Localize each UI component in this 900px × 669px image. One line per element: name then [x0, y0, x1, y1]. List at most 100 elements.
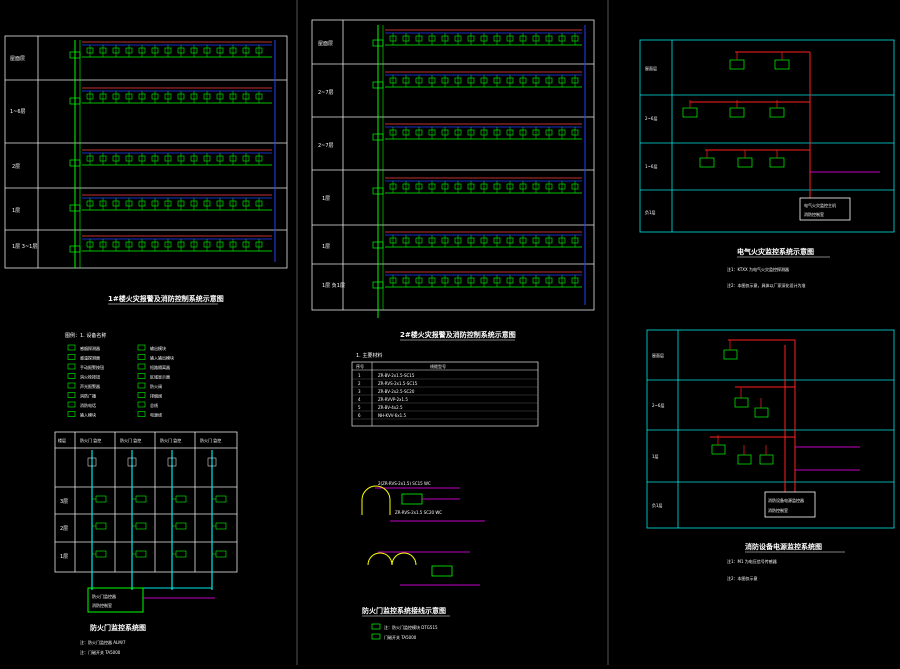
- device-symbol: [389, 129, 397, 136]
- device-symbol: [493, 277, 501, 284]
- door-module: [175, 495, 187, 503]
- device-symbol: [506, 277, 514, 284]
- detector-box: [699, 157, 715, 168]
- device-symbol: [389, 35, 397, 42]
- device-symbol: [164, 241, 172, 248]
- device-symbol: [467, 277, 475, 284]
- device-symbol: [389, 237, 397, 244]
- device-symbol: [558, 237, 566, 244]
- detector-box: [769, 157, 785, 168]
- door-system-title: 防火门监控系统图: [90, 623, 146, 632]
- row-index: 5: [358, 405, 361, 410]
- device-symbol: [138, 155, 146, 162]
- panel-d-title: 消防设备电源监控系统图: [745, 542, 822, 551]
- table-header: 防火门 监控: [200, 437, 221, 443]
- host-label: 消防设备电源监控器: [768, 497, 804, 503]
- device-symbol: [177, 241, 185, 248]
- row-index: 2: [358, 381, 361, 386]
- device-symbol: [177, 93, 185, 100]
- floor-label: 1层 负1层: [322, 282, 345, 289]
- device-symbol: [532, 277, 540, 284]
- table-header: 防火门 监控: [160, 437, 181, 443]
- device-symbol: [99, 93, 107, 100]
- cable-type: ZR-BV-2x2.5-SC20: [378, 389, 415, 394]
- device-symbol: [242, 200, 250, 207]
- device-symbol: [99, 241, 107, 248]
- device-symbol: [493, 35, 501, 42]
- detector-box: [737, 157, 753, 168]
- device-symbol: [164, 93, 172, 100]
- legend-symbol: [67, 344, 76, 351]
- door-module: [215, 495, 227, 503]
- row-label: 1层: [60, 554, 68, 560]
- device-symbol: [571, 237, 579, 244]
- device-symbol: [86, 241, 94, 248]
- device-symbol: [190, 155, 198, 162]
- device-symbol: [467, 77, 475, 84]
- module-symbol: [372, 187, 384, 195]
- floor-label: 2~6层: [645, 115, 657, 121]
- legend-label: 电源线: [150, 412, 162, 418]
- device-symbol: [255, 200, 263, 207]
- legend-label: 手动报警按钮: [80, 364, 104, 370]
- legend-label: 声光报警器: [80, 383, 100, 389]
- device-symbol: [389, 77, 397, 84]
- device-symbol: [402, 77, 410, 84]
- device-symbol: [255, 47, 263, 54]
- device-symbol: [216, 200, 224, 207]
- device-symbol: [571, 183, 579, 190]
- device-symbol: [190, 241, 198, 248]
- door-module: [135, 522, 147, 530]
- floor-label: 1层: [322, 196, 330, 202]
- note: 注：防火门监控模块 DTG515: [384, 624, 438, 630]
- device-symbol: [203, 241, 211, 248]
- door-symbol: [207, 457, 217, 467]
- legend-label: 消防电话: [80, 402, 96, 408]
- door-symbol: [127, 457, 137, 467]
- legend-label: 输入模块: [80, 412, 96, 418]
- device-symbol: [402, 237, 410, 244]
- panel-d-power-monitor: 屋面层 2~6层 1层 负1层 消防设备电源监控器 消防控制室 消防设备电源监控…: [646, 329, 895, 581]
- sensor-box: [711, 444, 726, 455]
- floor-label: 负1层: [652, 502, 663, 508]
- legend-label: 输出模块: [150, 345, 166, 351]
- device-symbol: [467, 183, 475, 190]
- legend-symbol: [137, 382, 146, 389]
- floor-label: 2~7层: [318, 90, 334, 96]
- device-symbol: [558, 129, 566, 136]
- note: 门磁开关 TA5000: [384, 634, 417, 640]
- door-module: [215, 522, 227, 530]
- device-symbol: [454, 183, 462, 190]
- row-label: 2层: [60, 526, 68, 532]
- device-symbol: [441, 35, 449, 42]
- device-symbol: [558, 183, 566, 190]
- device-symbol: [571, 129, 579, 136]
- legend-label: 防火阀: [150, 383, 162, 389]
- floor-label: 1层 3~1层: [12, 244, 37, 250]
- row-label: 3层: [60, 499, 68, 505]
- device-symbol: [229, 47, 237, 54]
- device-symbol: [86, 93, 94, 100]
- module-symbol: [372, 281, 384, 289]
- module-symbol: [372, 81, 384, 89]
- door-module: [215, 550, 227, 558]
- device-symbol: [428, 77, 436, 84]
- module-symbol: [69, 204, 81, 212]
- device-symbol: [138, 200, 146, 207]
- device-symbol: [242, 155, 250, 162]
- device-symbol: [519, 77, 527, 84]
- device-symbol: [480, 183, 488, 190]
- detector-box: [769, 107, 785, 118]
- device-symbol: [125, 200, 133, 207]
- table-title: 1. 主要材料: [356, 352, 382, 359]
- device-symbol: [493, 77, 501, 84]
- device-symbol: [402, 129, 410, 136]
- cable-type: NH-KVV-6x1.5: [378, 413, 406, 418]
- sensor-box: [723, 349, 738, 360]
- device-symbol: [402, 277, 410, 284]
- device-symbol: [229, 155, 237, 162]
- device-symbol: [389, 183, 397, 190]
- door-symbol: [167, 457, 177, 467]
- device-symbol: [545, 77, 553, 84]
